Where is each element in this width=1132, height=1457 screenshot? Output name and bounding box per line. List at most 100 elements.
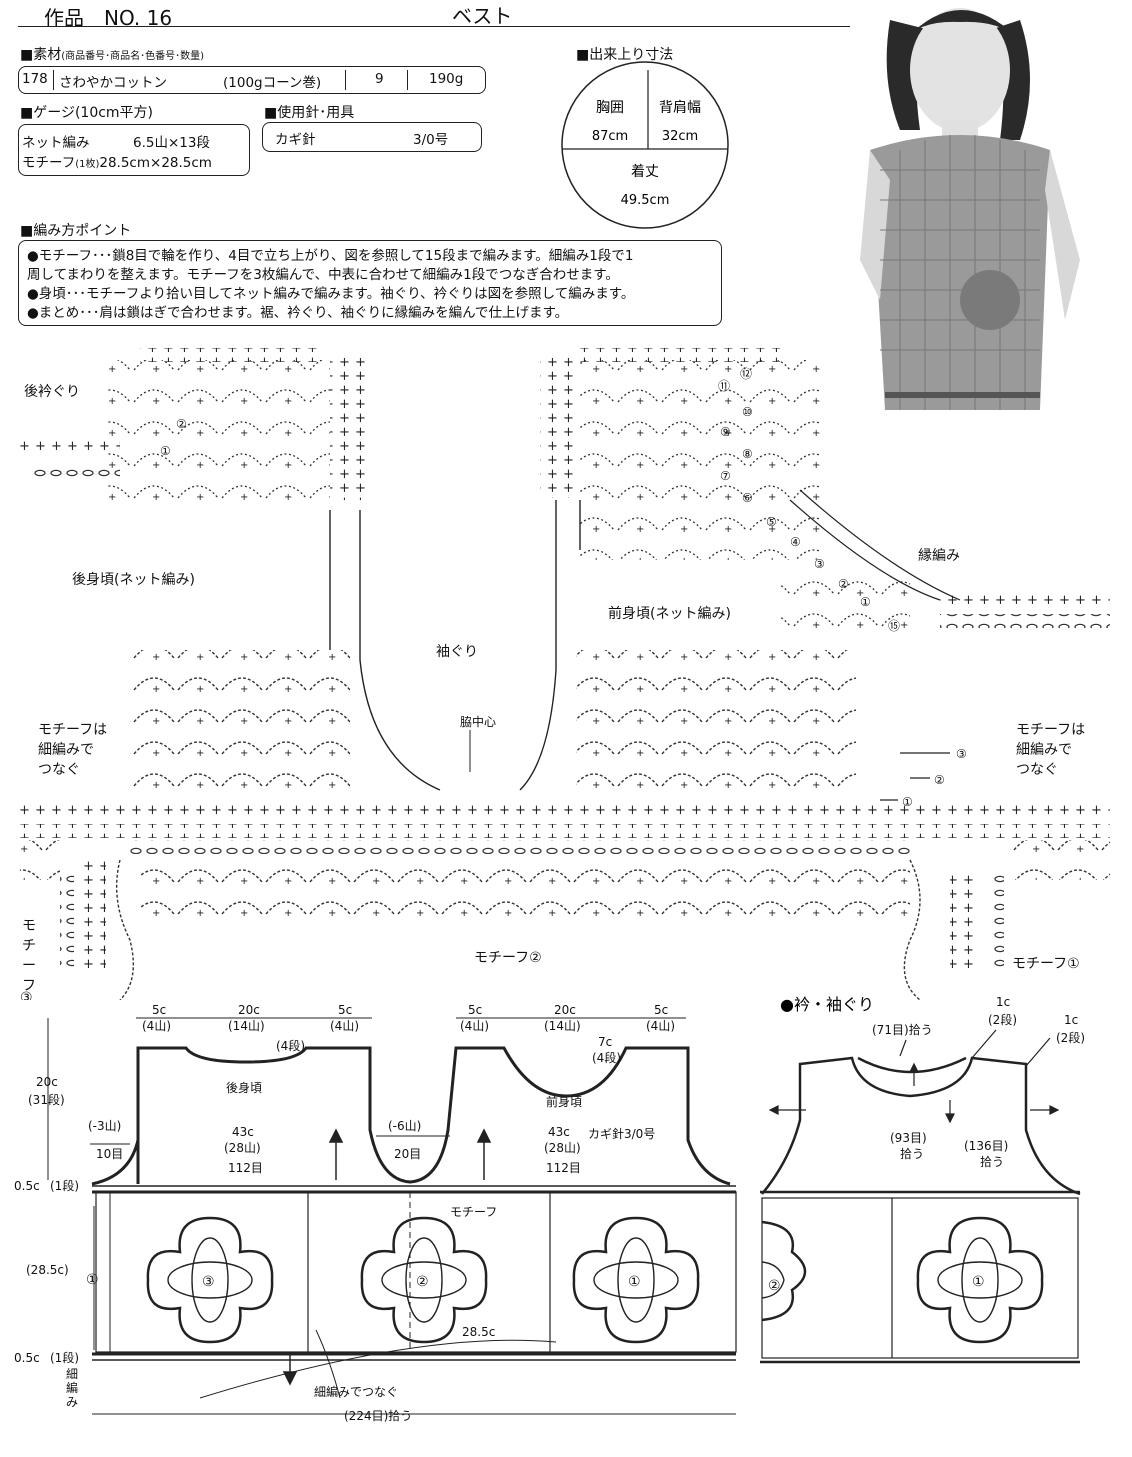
edging-label: 縁編み [918,548,960,564]
svg-text:(4山): (4山) [646,1019,675,1033]
motif-num-3: ③ [202,1274,215,1290]
svg-text:⑨: ⑨ [720,425,731,439]
material-spec: (100gコーン巻) [223,75,322,91]
length-value: 49.5cm [621,193,670,208]
svg-text:⑧: ⑧ [742,447,753,461]
join-note-left-1: モチーフは [38,722,107,738]
svg-text:5c: 5c [338,1003,352,1017]
svg-text:(1段): (1段) [50,1350,79,1365]
svg-text:拾う: 拾う [980,1154,1004,1169]
svg-text:(4山): (4山) [330,1019,359,1033]
gauge-heading: ■ゲージ(10cm平方) [20,105,154,121]
svg-text:(14山): (14山) [228,1019,265,1033]
svg-text:カギ針3/0号: カギ針3/0号 [588,1126,655,1141]
body-schematic: 5c 20c 5c (4山) (14山) (4山) 5c 20c 5c (4山)… [14,1003,737,1423]
needle-name: カギ針 [275,132,316,148]
row-mark-2: ② [176,417,187,431]
motif-side-num: ① [86,1272,99,1288]
svg-text:拾う: 拾う [900,1146,924,1161]
svg-text:⑥: ⑥ [742,491,753,505]
motif-top-net [140,856,910,916]
point-line-2: 周してまわりを整えます。モチーフを3枚編んで、中表に合わせて細編み1段でつなぎ合… [27,267,619,283]
join-note-left-3: つなぐ [38,762,80,778]
joining-sc-row-1 [20,804,1110,818]
svg-text:(2段): (2段) [1056,1030,1085,1045]
svg-text:5c: 5c [654,1003,668,1017]
svg-text:20c: 20c [36,1075,58,1089]
points-box: ●モチーフ･･･鎖8目で輪を作り、4目で立ち上がり、図を参照して15段まで編みま… [18,240,722,326]
gauge-net-value: 6.5山×13段 [133,135,210,151]
svg-text:⑪: ⑪ [718,379,730,393]
material-name: さわやかコットン [59,75,167,91]
svg-text:(28山): (28山) [224,1141,261,1155]
svg-text:1c: 1c [1064,1013,1078,1027]
motif-title: モチーフ [450,1205,497,1219]
front-shoulder-edge [540,358,580,498]
motif-num-2: ② [416,1274,429,1290]
svg-text:(4山): (4山) [142,1019,171,1033]
svg-text:0.5c: 0.5c [14,1351,40,1365]
bust-label: 胸囲 [596,100,624,116]
material-amount: 190g [429,71,464,87]
collar-motif-num-2: ② [768,1278,781,1294]
svg-text:(28山): (28山) [544,1141,581,1155]
svg-text:(71目)拾う: (71目)拾う [872,1022,933,1037]
shoulder-value: 32cm [662,129,698,144]
back-label: 後身頃 [226,1080,262,1095]
gauge-net-label: ネット編み [22,135,90,151]
svg-text:①: ① [860,595,871,609]
length-label: 着丈 [631,164,659,180]
point-line-1: ●モチーフ･･･鎖8目で輪を作り、4目で立ち上がり、図を参照して15段まで編みま… [27,248,634,264]
front-body-label: 前身頃(ネット編み) [608,605,731,622]
points-heading: ■編み方ポイント [20,223,132,239]
svg-text:7c: 7c [598,1035,612,1049]
svg-text:28.5c: 28.5c [462,1325,495,1339]
needle-heading: ■使用針･用具 [264,105,355,121]
svg-text:③: ③ [20,990,33,1000]
svg-text:(4山): (4山) [460,1019,489,1033]
materials-heading: ■素材(商品番号･商品名･色番号･数量) [20,47,205,63]
svg-text:20目: 20目 [394,1147,421,1161]
model-photo-illustration [850,0,1132,410]
svg-text:⑫: ⑫ [740,367,752,381]
svg-text:20c: 20c [238,1003,260,1017]
joining-sc-row-2 [20,824,1110,838]
motif-num-1: ① [628,1274,641,1290]
svg-text:(136目): (136目) [964,1139,1008,1153]
join-note-right-3: つなぐ [1016,762,1058,778]
svg-text:(28.5c): (28.5c) [26,1263,69,1277]
svg-text:(-6山): (-6山) [388,1119,421,1133]
collar-motif-num-1: ① [972,1274,985,1290]
join-note-right-2: 細編みで [1016,742,1072,758]
svg-text:112目: 112目 [228,1161,263,1175]
svg-text:20c: 20c [554,1003,576,1017]
back-shoulder-net [108,360,330,500]
svg-text:み: み [66,1395,78,1409]
motif-3-vertical-label: モ チ ー フ ③ [20,918,36,1000]
bust-value: 87cm [592,129,628,144]
svg-text:(14山): (14山) [544,1019,581,1033]
back-body-label: 後身頃(ネット編み) [72,572,195,588]
svg-text:フ: フ [22,978,36,994]
svg-text:編: 編 [66,1380,78,1395]
svg-text:②: ② [934,773,945,787]
svg-text:(-3山): (-3山) [88,1119,121,1133]
svg-text:43c: 43c [232,1125,254,1139]
svg-text:チ: チ [22,938,36,954]
motif-1-label: モチーフ① [1012,956,1080,972]
armhole-label: 袖ぐり [436,644,478,660]
back-shoulder-edge [330,358,370,500]
needle-box: カギ針 3/0号 [262,122,482,152]
material-code: 178 [22,71,48,87]
back-neck-label: 後衿ぐり [24,384,80,400]
svg-text:5c: 5c [468,1003,482,1017]
stitch-chart: + + + 後衿ぐり 後身頃(ネット編み) ② ① 前身頃(ネット編み) 縁編み… [20,348,1110,1000]
svg-text:③: ③ [956,747,967,761]
svg-text:(1段): (1段) [50,1178,79,1193]
svg-text:⑦: ⑦ [720,469,731,483]
svg-text:(93目): (93目) [890,1131,927,1145]
svg-text:③: ③ [814,557,825,571]
svg-text:1c: 1c [996,995,1010,1009]
shoulder-label: 背肩幅 [659,100,701,116]
page-title: ベスト [452,4,513,28]
